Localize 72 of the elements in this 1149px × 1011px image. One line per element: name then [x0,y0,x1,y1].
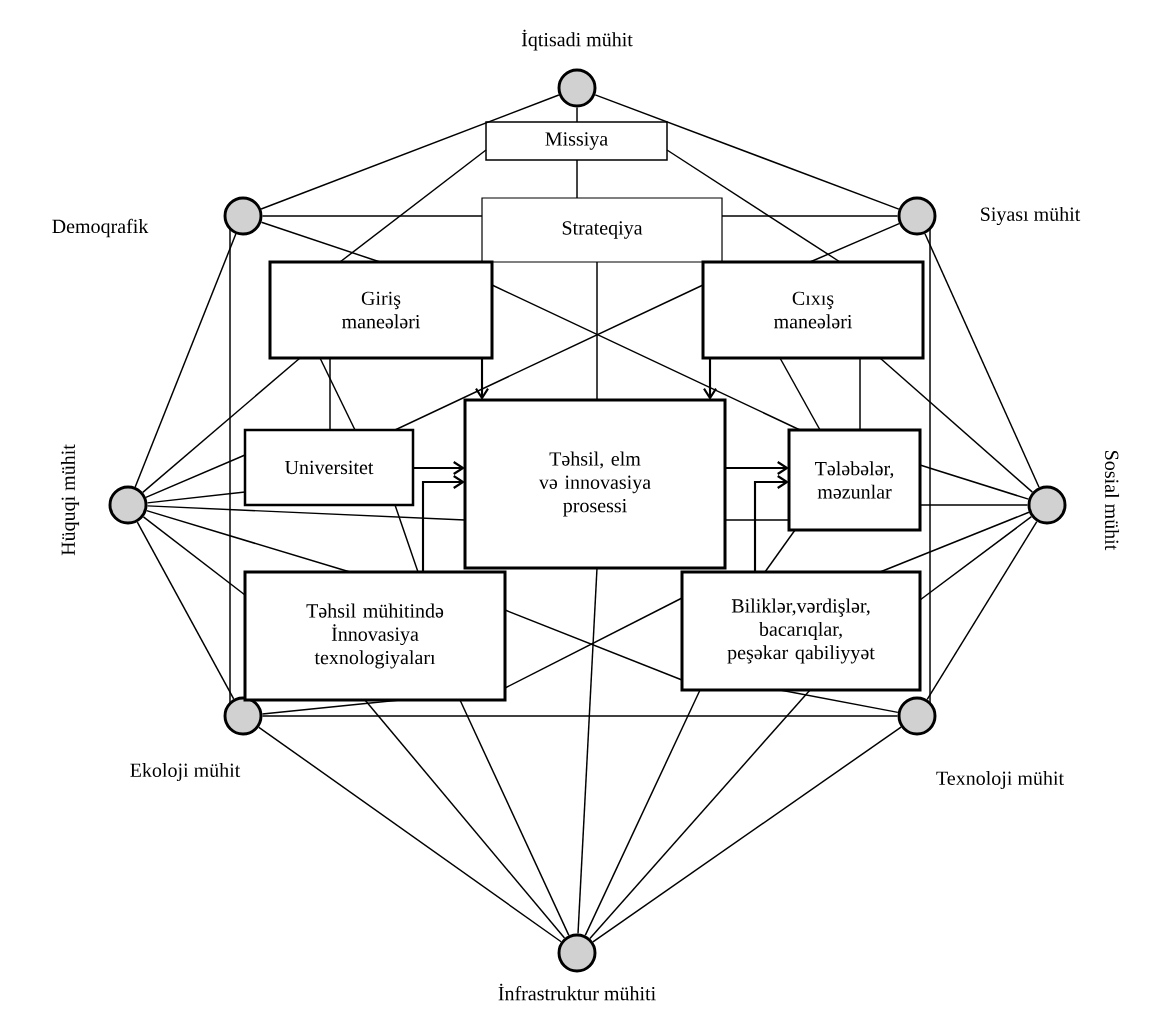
connector-line [926,520,1038,701]
process-box: Giriş maneələri [268,260,494,360]
connector-line [919,464,1030,500]
arrow [421,475,465,572]
connector-line [584,689,701,937]
process-box: Biliklər,vərdişlər, bacarıqlar, peşəkar qabiliyyət [680,570,922,692]
connector-line [136,521,235,700]
circle-label: Siyası mühit [981,206,1081,226]
connector-line [589,689,811,940]
circle-label: Texnoloji mühit [936,770,1064,790]
connector-line [459,699,570,937]
process-box: Strateqiya [481,197,723,263]
connector-line [142,516,246,596]
connector-line [364,699,566,939]
connector-line [779,357,821,431]
connector-line [666,149,841,263]
connector-line [594,94,900,210]
connector-line [576,159,578,199]
connector-line [721,215,899,217]
connector-line [779,689,899,714]
connector-line [319,357,356,431]
process-box: Cıxış maneələri [701,260,925,360]
arrow [413,461,465,475]
connector-line [261,699,401,715]
connector-line [809,222,900,263]
circle-label: Hüquqi mühit [60,444,80,556]
arrow [475,358,489,400]
process-box: Təhsil mühitində İnnovasiya texnologiyaları [243,570,507,702]
connector-line [134,233,237,488]
connector-line [142,357,301,494]
connector-line [504,597,683,689]
process-box: Missiya [485,121,668,161]
connector-line [145,509,351,573]
connector-line [146,505,466,521]
connector-line [145,454,246,499]
circle-label: İnfrastruktur mühiti [498,983,656,1001]
circle-label: İqtisadi mühit [521,29,633,51]
connector-line [329,357,331,431]
connector-line [394,504,419,573]
connector-line [258,726,562,943]
connector-line [879,357,1034,493]
circle-label: Demoqrafik [52,218,149,238]
arrow [703,358,717,400]
circle-label: Ekoloji mühit [130,762,241,782]
connector-line [261,715,899,717]
connector-line [260,94,560,210]
process-box: Tələbələr, məzunlar [787,428,922,532]
circle-label: Sosial mühit [1105,451,1120,551]
arrow [725,461,789,475]
connector-line [261,215,483,217]
connector-line [596,261,598,401]
connector-line [577,567,598,935]
connector-line [491,284,801,431]
connector-line [929,228,931,704]
connector-line [229,228,231,704]
connector-line [919,504,1029,506]
connector-line [924,233,1040,488]
connector-line [339,149,487,263]
process-box: Təhsil, elm və innovasiya prosessi [463,398,727,570]
connector-line [260,221,381,263]
connector-line [146,491,246,504]
arrow [753,475,789,572]
process-box: Universitet [243,428,415,507]
connector-line [764,529,796,573]
connector-line [592,726,902,943]
connector-line [879,511,1030,573]
connector-line [724,519,790,521]
connector-line [859,357,861,431]
connector-line [919,515,1033,601]
connector-line [504,609,683,681]
connector-line [394,284,704,431]
connector-line [576,106,578,123]
